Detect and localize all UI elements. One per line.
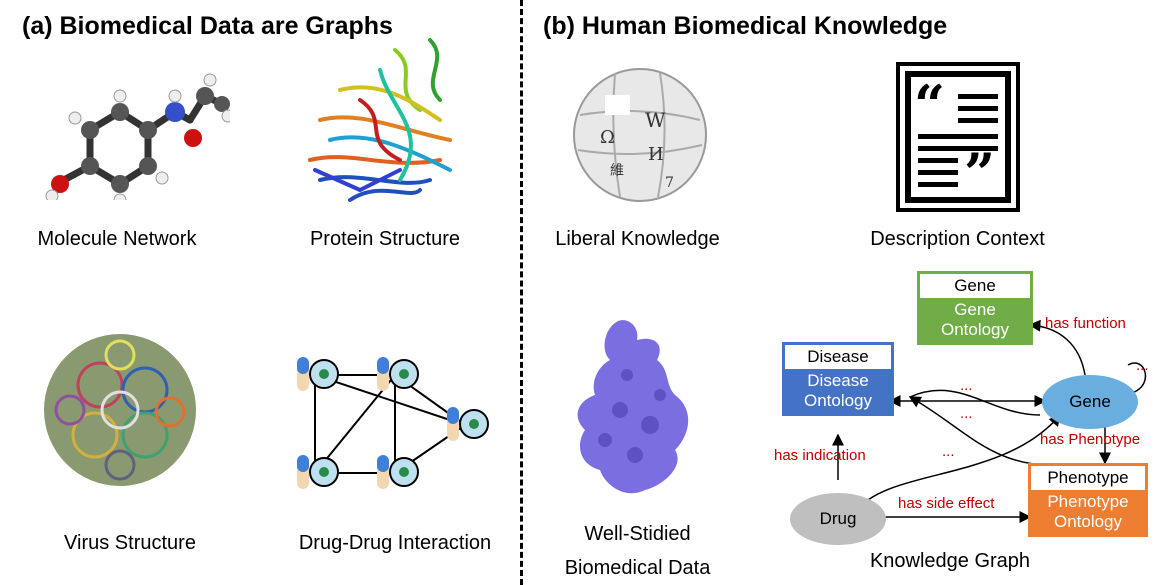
edge-label-has-indication: has indication xyxy=(774,447,866,464)
quote-document-icon: “ ” xyxy=(896,62,1020,217)
disease-box-body-line2: Ontology xyxy=(803,391,873,410)
phenotype-box-head: Phenotype xyxy=(1031,466,1145,490)
virus-caption: Virus Structure xyxy=(64,532,196,554)
knowledge-graph-caption: Knowledge Graph xyxy=(869,550,1031,572)
wiki-caption: Liberal Knowledge xyxy=(555,228,720,250)
edge-label-ellipsis-3: ... xyxy=(942,443,955,460)
edge-label-has-function: has function xyxy=(1045,315,1126,332)
protein-caption: Protein Structure xyxy=(309,228,461,250)
virus-icon xyxy=(40,330,200,495)
gene-box-body: Gene Ontology xyxy=(920,298,1030,342)
drug-node: Drug xyxy=(790,493,886,545)
panel-a-title: (a) Biomedical Data are Graphs xyxy=(22,12,393,40)
panel-divider xyxy=(520,0,523,585)
molecule-caption: Molecule Network xyxy=(37,228,197,250)
gene-box-body-line1: Gene xyxy=(954,300,996,319)
panel-b-title: (b) Human Biomedical Knowledge xyxy=(543,12,948,40)
gene-ontology-box: Gene Gene Ontology xyxy=(917,271,1033,345)
svg-text:W: W xyxy=(645,108,666,132)
disease-box-body-line1: Disease xyxy=(807,371,869,390)
edge-label-ellipsis-2: ... xyxy=(960,405,973,422)
disease-ontology-box: Disease Disease Ontology xyxy=(782,342,894,416)
svg-text:維: 維 xyxy=(610,163,624,179)
knowledge-graph: Gene Gene Ontology Disease Disease Ontol… xyxy=(760,265,1160,575)
edge-label-ellipsis-4: ... xyxy=(1136,357,1149,374)
description-caption: Description Context xyxy=(870,228,1045,250)
disease-box-head: Disease xyxy=(785,345,891,369)
phenotype-ontology-box: Phenotype Phenotype Ontology xyxy=(1028,463,1148,537)
drug-interaction-caption: Drug-Drug Interaction xyxy=(298,532,492,554)
well-studied-caption-line1: Well-Stidied xyxy=(584,523,691,545)
phenotype-box-body-line1: Phenotype xyxy=(1047,492,1129,511)
wikipedia-globe-icon: Ω W И 維 7 xyxy=(570,65,710,210)
protein-surface-icon xyxy=(565,315,705,510)
svg-text:Ω: Ω xyxy=(600,127,615,148)
phenotype-box-body-line2: Ontology xyxy=(1053,512,1123,531)
svg-text:7: 7 xyxy=(665,175,674,191)
gene-node: Gene xyxy=(1042,375,1138,429)
gene-box-head: Gene xyxy=(920,274,1030,298)
gene-box-body-line2: Ontology xyxy=(940,320,1010,339)
svg-text:И: И xyxy=(648,144,664,165)
disease-box-body: Disease Ontology xyxy=(785,369,891,413)
well-studied-caption-line2: Biomedical Data xyxy=(564,557,711,579)
edge-label-has-side-effect: has side effect xyxy=(898,495,995,512)
svg-text:“: “ xyxy=(914,73,945,137)
drug-interaction-icon xyxy=(285,355,495,500)
edge-label-has-phenotype: has Phenotype xyxy=(1040,431,1141,448)
protein-icon xyxy=(300,30,460,215)
molecule-icon xyxy=(30,60,235,207)
svg-text:”: ” xyxy=(964,141,995,205)
edge-label-ellipsis-1: ... xyxy=(960,377,973,394)
phenotype-box-body: Phenotype Ontology xyxy=(1031,490,1145,534)
